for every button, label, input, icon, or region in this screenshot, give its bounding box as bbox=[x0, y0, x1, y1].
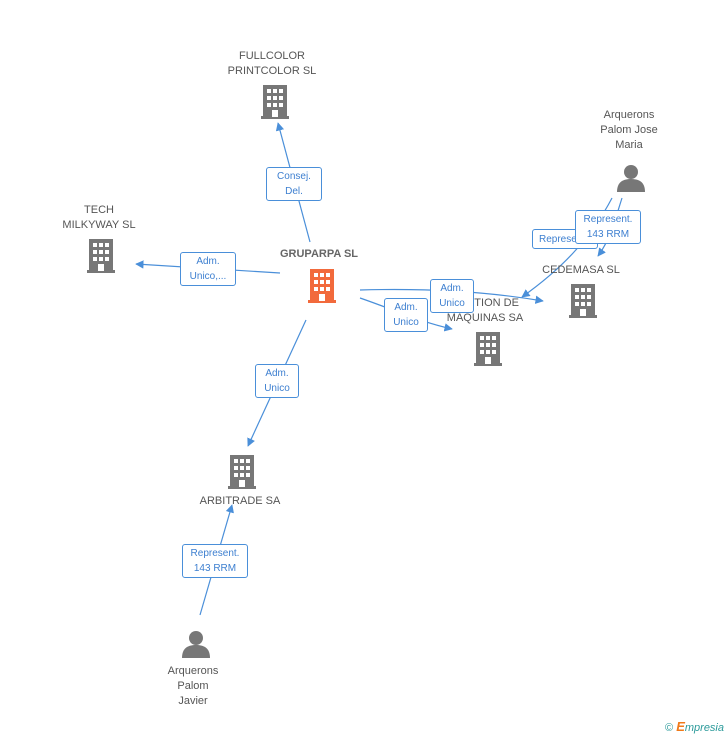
edge-label-consej: Consej. Del. bbox=[266, 167, 322, 201]
empresia-watermark: © Empresia bbox=[665, 719, 724, 734]
edge-label-arbitrade: Adm. Unico bbox=[255, 364, 299, 398]
edge-label-jose: Represent. 143 RRM bbox=[575, 210, 641, 244]
cedemasa-building-icon[interactable] bbox=[569, 284, 597, 318]
brand-logo-text: mpresia bbox=[684, 722, 724, 734]
arbitrade-building-icon[interactable] bbox=[228, 455, 256, 489]
edge-label-tech: Adm. Unico,... bbox=[180, 252, 236, 286]
tech-building-icon[interactable] bbox=[87, 239, 115, 273]
fullcolor-building-icon[interactable] bbox=[261, 85, 289, 119]
gestion-building-icon[interactable] bbox=[474, 332, 502, 366]
copyright-symbol: © bbox=[665, 722, 674, 734]
center-label[interactable]: GRUPARPA SL bbox=[279, 248, 359, 260]
center-building-icon[interactable] bbox=[308, 269, 336, 303]
edge-label-gestion: Adm. Unico bbox=[384, 298, 428, 332]
edge-label-cedemasa: Adm. Unico bbox=[430, 279, 474, 313]
person-javier-icon[interactable] bbox=[182, 631, 210, 658]
tech-label[interactable]: TECH MILKYWAY SL bbox=[62, 204, 136, 231]
brand-logo-e: E bbox=[676, 719, 685, 734]
person-jose-label[interactable]: Arquerons Palom Jose Maria bbox=[600, 109, 658, 151]
edge-label-javier: Represent. 143 RRM bbox=[182, 544, 248, 578]
person-jose-icon[interactable] bbox=[617, 165, 645, 192]
cedemasa-label[interactable]: CEDEMASA SL bbox=[542, 264, 620, 276]
fullcolor-label[interactable]: FULLCOLOR PRINTCOLOR SL bbox=[227, 50, 317, 77]
person-javier-label[interactable]: Arquerons Palom Javier bbox=[167, 665, 219, 707]
arbitrade-label[interactable]: ARBITRADE SA bbox=[199, 495, 281, 507]
